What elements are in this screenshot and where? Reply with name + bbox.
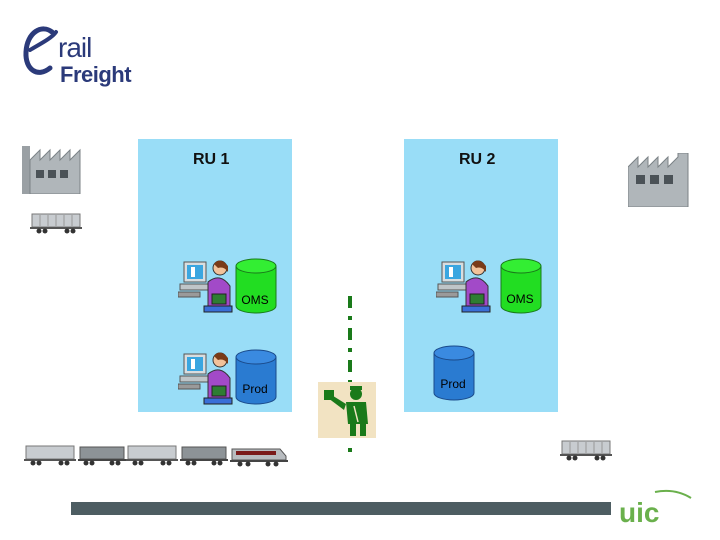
train-wagon-2 [78,446,126,466]
operator-icon-ru1-oms [178,260,233,313]
logo-rail-text: rail [58,32,92,63]
wagon-icon-right [560,440,612,461]
ru2-db-bottom-label: Prod [440,377,466,391]
train-wagon-3 [126,445,178,466]
ru1-db-top-label: OMS [241,293,269,307]
factory-icon-left [22,146,81,194]
footer-bar [71,502,611,515]
locomotive-icon [230,448,288,467]
factory-icon-right [628,153,689,207]
database-icon-ru2-oms [500,258,542,314]
uic-logo: uic [619,489,692,528]
train-wagon-4 [180,446,228,466]
logo-freight-text: Freight [60,62,132,87]
database-icon-ru1-prod [235,349,277,405]
operator-icon-ru1-prod [178,352,233,405]
erail-logo-e-icon [23,26,58,75]
train-wagon-1 [24,445,76,466]
ru2-db-top-label: OMS [506,292,534,306]
database-icon-ru1-oms [235,258,277,314]
database-icon-ru2-prod [433,345,475,401]
operator-icon-ru2-oms [436,260,491,313]
wagon-icon-left [30,213,82,234]
freight-train-icon [24,445,288,467]
uic-logo-text: uic [619,497,659,528]
ru1-title: RU 1 [193,151,230,168]
ru1-db-bottom-label: Prod [242,382,268,396]
ru2-title: RU 2 [459,151,496,168]
signalman-icon [318,382,376,438]
